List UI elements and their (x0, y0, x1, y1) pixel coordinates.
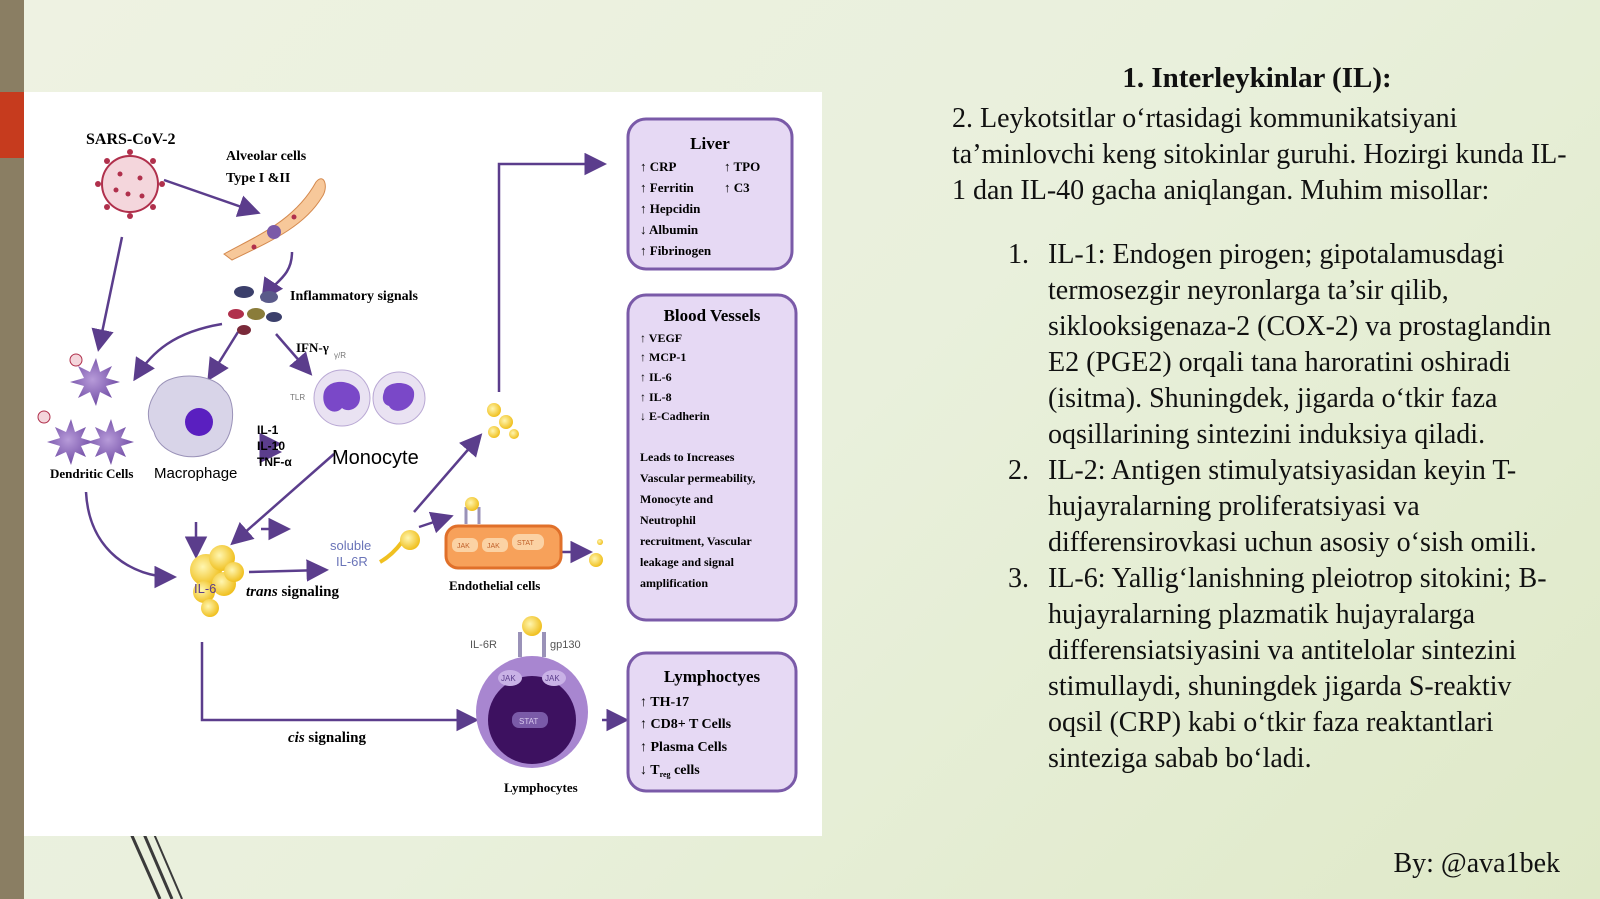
list-number: 2. (1008, 455, 1029, 486)
liver-item: ↓ Albumin (640, 222, 699, 237)
endothelial-jak-2: JAK (487, 543, 500, 550)
il6-cluster-icon (487, 403, 519, 439)
alveolar-label-1: Alveolar cells (226, 149, 307, 164)
soluble-il6r-icon (378, 530, 420, 564)
monocyte-label: Monocyte (332, 447, 419, 469)
list-number: 1. (1008, 239, 1029, 270)
liver-title: Liver (690, 134, 730, 153)
dendritic-label: Dendritic Cells (50, 466, 133, 481)
cytokine-il1: IL-1 (257, 423, 279, 437)
cytokine-il10: IL-10 (257, 439, 285, 453)
liver-item: ↑ TPO (724, 159, 760, 174)
list-item: 1. IL-1: Endogen pirogen; gipotalamusdagi… (1008, 237, 1572, 453)
endothelial-jak-1: JAK (457, 543, 470, 550)
vessels-note: Neutrophil (640, 513, 696, 527)
trans-signaling-label: trans signaling (246, 584, 339, 600)
endothelial-label: Endothelial cells (449, 578, 540, 593)
vessels-note: amplification (640, 576, 708, 590)
vessels-note: Leads to Increases (640, 450, 735, 464)
liver-item: ↑ CRP (640, 159, 677, 174)
il6-label: IL-6 (194, 581, 216, 596)
lymph-stat: STAT (519, 717, 538, 726)
macrophage-icon (147, 375, 234, 458)
lymph-item-treg: ↓ Treg cells (640, 763, 700, 779)
vessels-item: ↑ VEGF (640, 331, 682, 345)
lymph-jak-1: JAK (501, 674, 516, 683)
slide-heading: 1. Interleykinlar (IL): (1122, 62, 1392, 94)
inflammatory-label: Inflammatory signals (290, 289, 419, 304)
il6r-label: IL-6R (470, 639, 497, 651)
lymphocytes-box: Lymphoctyes ↑ TH-17 ↑ CD8+ T Cells ↑ Pla… (626, 651, 798, 793)
dendritic-cells-icon (37, 353, 134, 465)
text-panel: 1. Interleykinlar (IL): 2. Leykotsitlar … (952, 62, 1572, 777)
endothelial-stat: STAT (517, 540, 535, 547)
lymphocyte-cell-icon: JAK JAK STAT (476, 616, 588, 768)
alveolar-label-2: Type I &II (226, 171, 290, 186)
vessels-title: Blood Vessels (664, 306, 761, 325)
list-text: IL-2: Antigen stimulyatsiyasidan keyin T… (1048, 455, 1537, 558)
list-item: 3. IL-6: Yallig‘lanishning pleiotrop sito… (1008, 561, 1572, 777)
vessels-note: recruitment, Vascular (640, 534, 752, 548)
liver-item: ↑ Hepcidin (640, 201, 701, 216)
liver-item: ↑ Fibrinogen (640, 243, 712, 258)
vessels-note: Vascular permeability, (640, 471, 755, 485)
vessels-item: ↓ E-Cadherin (640, 409, 710, 423)
virus-label: SARS-CoV-2 (86, 131, 175, 148)
gp130-label: gp130 (550, 639, 581, 651)
il6-molecule-icon (190, 545, 244, 617)
lymph-box-title: Lymphoctyes (664, 667, 761, 686)
lymph-jak-2: JAK (545, 674, 560, 683)
vessels-item: ↑ MCP-1 (640, 350, 686, 364)
lymphocytes-cell-label: Lymphocytes (504, 780, 578, 795)
endothelial-cell-icon: JAK JAK STAT (444, 497, 603, 570)
interleukin-list: 1. IL-1: Endogen pirogen; gipotalamusdagi… (1008, 237, 1572, 777)
cis-signaling-label: cis signaling (288, 730, 366, 746)
liver-box: Liver ↑ CRP ↑ Ferritin ↑ Hepcidin ↓ Albu… (626, 117, 794, 271)
vessels-note: leakage and signal (640, 555, 735, 569)
intro-paragraph: 2. Leykotsitlar o‘rtasidagi kommunikatsi… (952, 103, 1567, 206)
liver-item: ↑ Ferritin (640, 180, 695, 195)
il6-pathway-figure: SARS-CoV-2 Alveolar cells Type I &II Inf… (24, 92, 822, 836)
lymph-item: ↑ Plasma Cells (640, 740, 728, 755)
lymph-item: ↑ TH-17 (640, 695, 689, 710)
list-text: IL-1: Endogen pirogen; gipotalamusdagi t… (1048, 239, 1552, 450)
inflammatory-signals-icon (228, 286, 282, 335)
vessels-note: Monocyte and (640, 492, 713, 506)
author-credit: By: @ava1bek (1393, 848, 1560, 879)
list-item: 2. IL-2: Antigen stimulyatsiyasidan keyin… (1008, 453, 1572, 561)
cytokine-tnfa: TNF-α (257, 455, 292, 469)
list-number: 3. (1008, 563, 1029, 594)
soluble-label-2: IL-6R (336, 554, 368, 569)
sars-cov-2-virus-icon (95, 149, 165, 219)
blood-vessels-box: Blood Vessels ↑ VEGF ↑ MCP-1 ↑ IL-6 ↑ IL… (626, 293, 798, 622)
vessels-item: ↑ IL-8 (640, 390, 672, 404)
vessels-item: ↑ IL-6 (640, 370, 672, 384)
ifn-label: IFN-γ (296, 340, 329, 355)
list-text: IL-6: Yallig‘lanishning pleiotrop sitoki… (1048, 563, 1547, 774)
lymph-item: ↑ CD8+ T Cells (640, 717, 732, 732)
liver-item: ↑ C3 (724, 180, 750, 195)
tlr-label: TLR (290, 393, 305, 402)
monocyte-icon (313, 369, 426, 427)
soluble-label-1: soluble (330, 538, 371, 553)
ifn-receptor-label: γ/R (334, 351, 346, 360)
alveolar-cell-icon (223, 178, 326, 261)
left-accent-block (0, 92, 26, 158)
macrophage-label: Macrophage (154, 465, 237, 482)
